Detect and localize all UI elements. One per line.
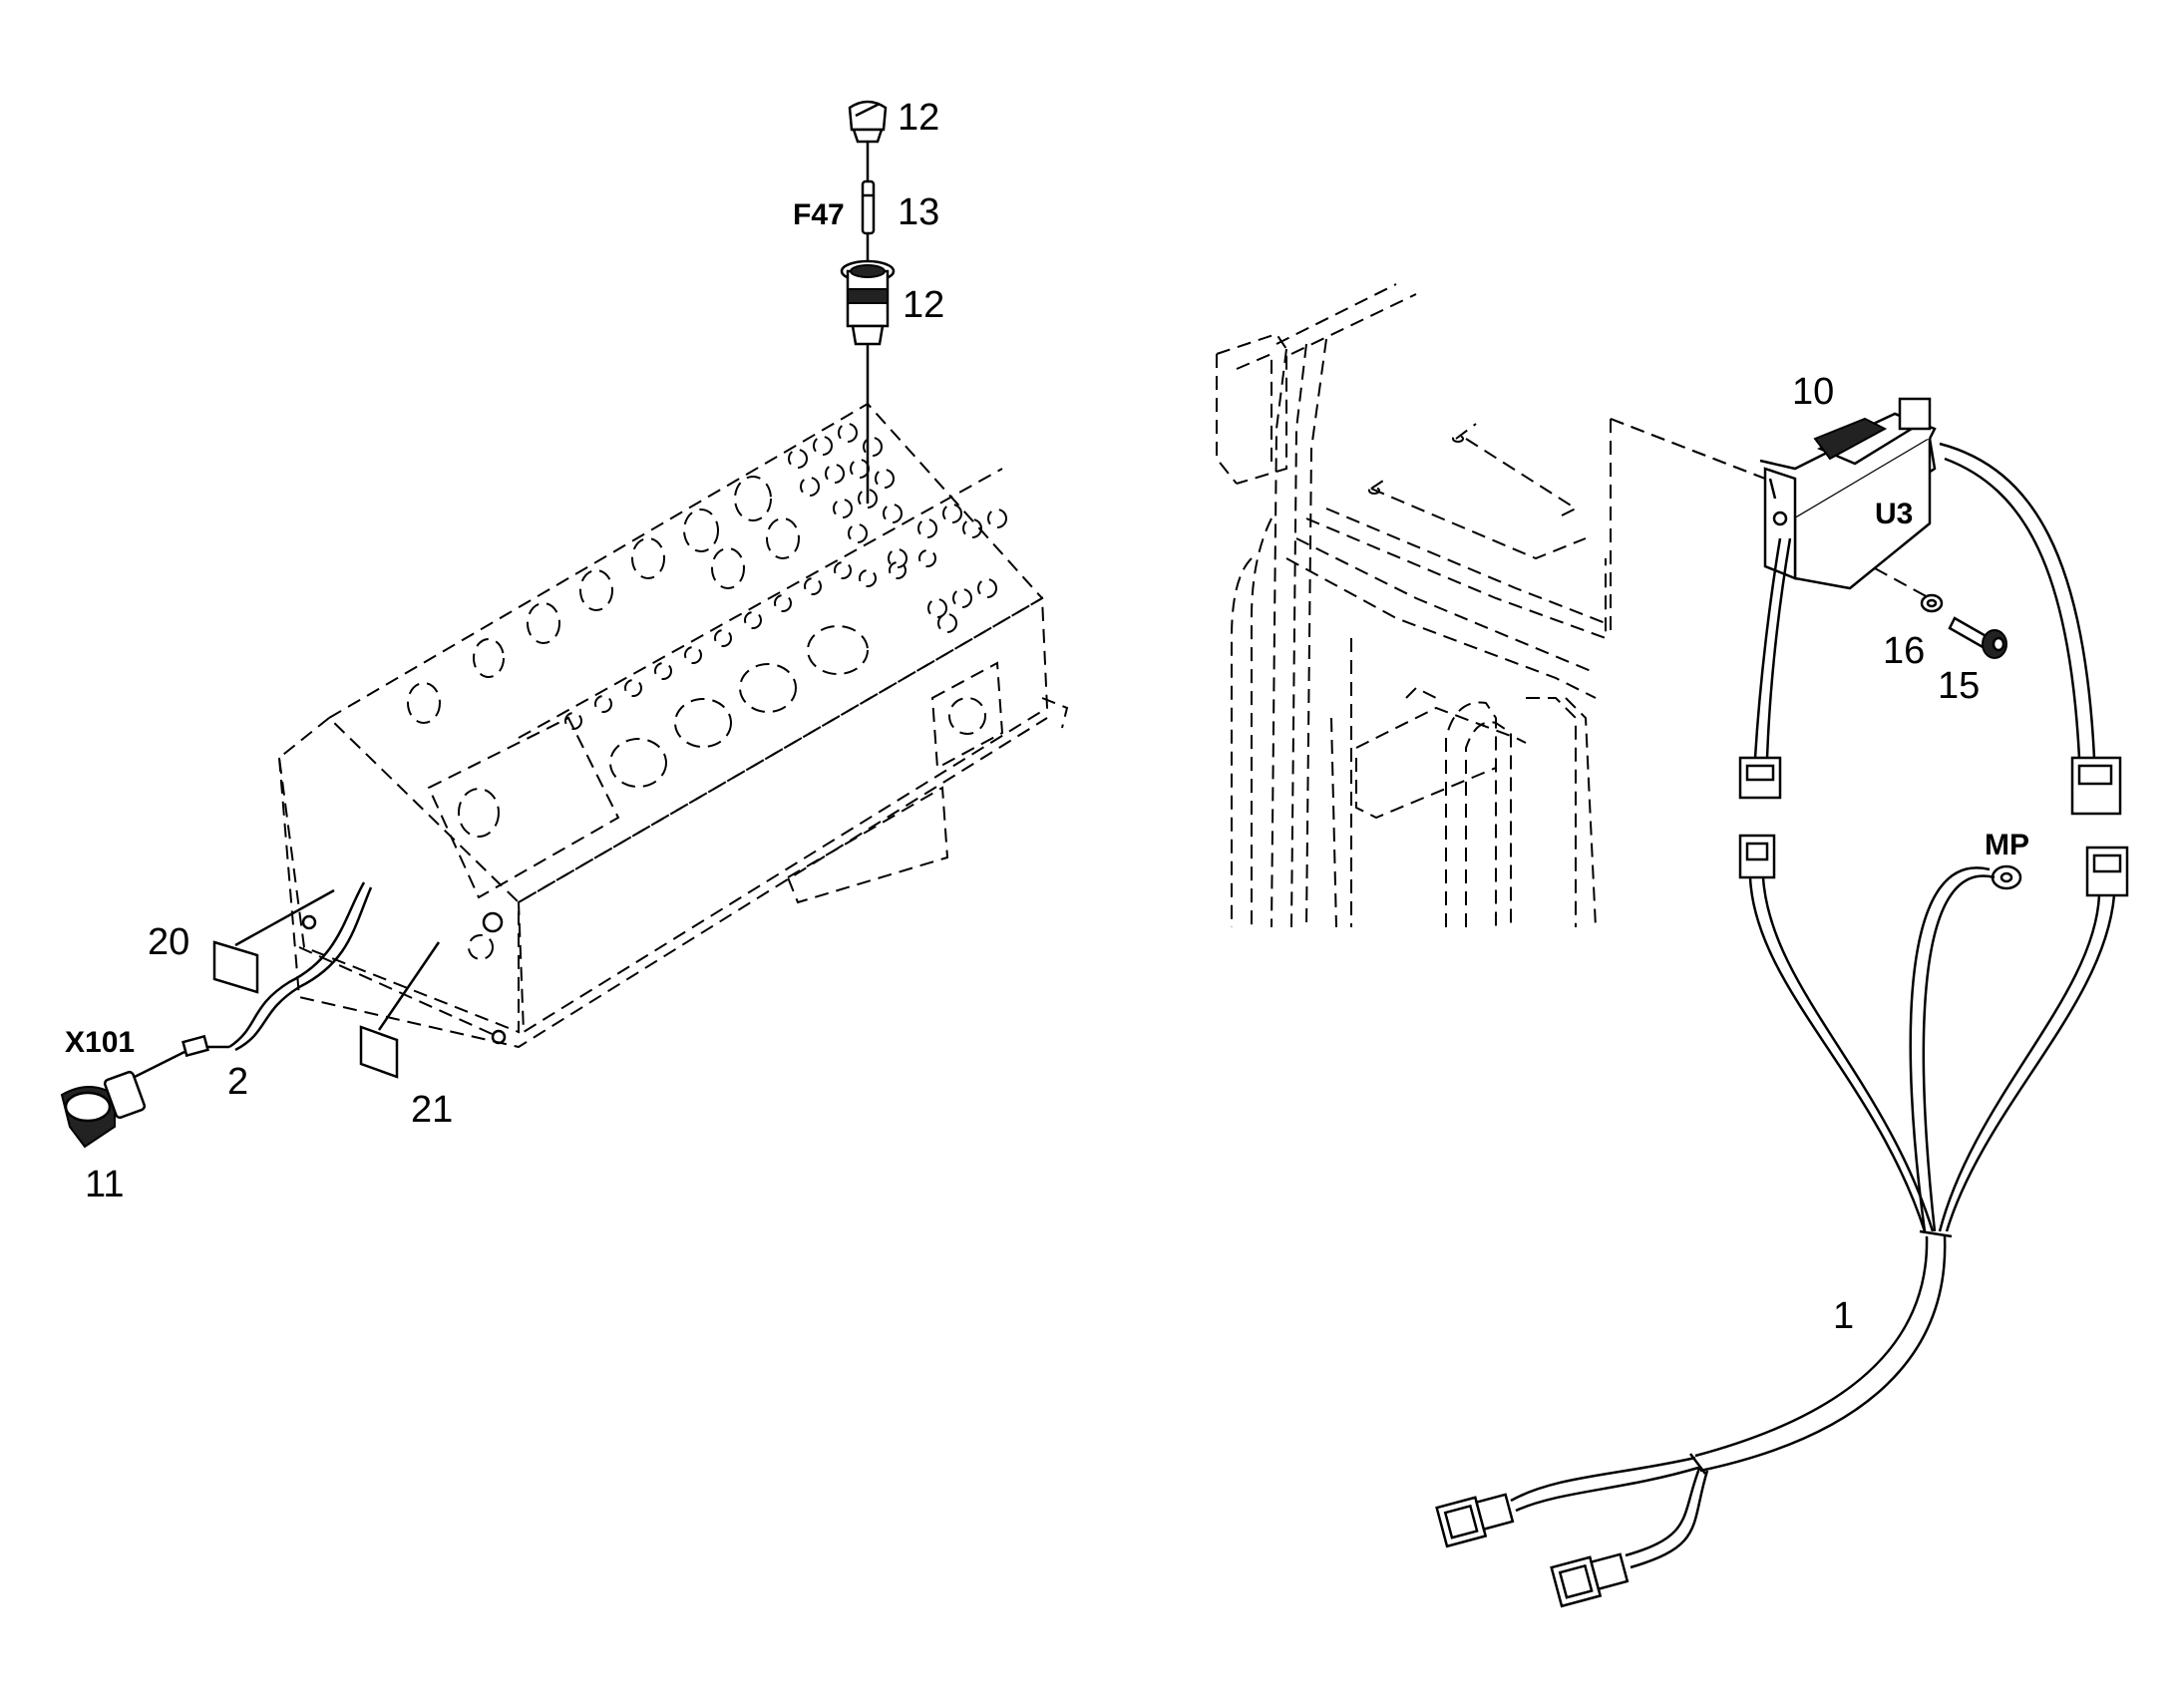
fuse-part-13 (861, 179, 876, 235)
module-code-u3: U3 (1875, 498, 1913, 530)
socket-harness-part-2 (134, 881, 373, 1079)
callout-15-screw: 15 (1938, 665, 1980, 707)
callout-16-washer: 16 (1883, 630, 1925, 672)
dashboard-console (277, 402, 1069, 1049)
label-part-20 (212, 888, 335, 994)
callout-12-holder: 12 (903, 284, 944, 326)
cab-frame (1216, 283, 1766, 928)
control-module-part-10: U3 (1759, 397, 1937, 590)
screw-part-15 (1948, 616, 2007, 659)
callout-10-module: 10 (1792, 371, 1834, 413)
gauge-holes (407, 423, 1007, 838)
callout-2-harness: 2 (227, 1061, 248, 1103)
fuse-holder-part-12 (840, 259, 896, 346)
callout-12-cap: 12 (898, 97, 939, 139)
ground-code-mp: MP (1985, 829, 2029, 861)
fuse-code-f47: F47 (793, 198, 845, 231)
power-socket-part-11 (60, 1070, 147, 1149)
wiring-harness-part-1 (1435, 834, 2129, 1608)
callout-11-socket: 11 (85, 1164, 124, 1205)
callout-1-harness: 1 (1833, 1295, 1854, 1337)
callout-21-label: 21 (411, 1089, 453, 1131)
label-part-21 (359, 941, 441, 1079)
fuse-cap-part-12 (848, 100, 888, 144)
callout-13-fuse: 13 (898, 191, 939, 233)
washer-part-16 (1920, 593, 1944, 613)
callout-20-label: 20 (148, 921, 189, 963)
connector-code-x101: X101 (65, 1026, 135, 1059)
module-wires (1738, 442, 2122, 816)
